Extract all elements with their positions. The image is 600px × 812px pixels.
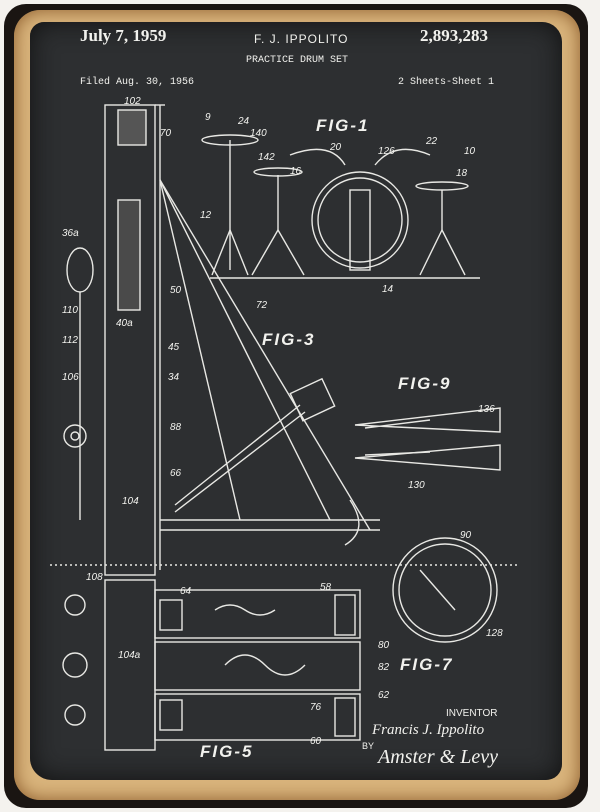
ref-numeral: 9 bbox=[205, 112, 211, 123]
ref-numeral: 82 bbox=[378, 662, 390, 673]
by-label: BY bbox=[362, 741, 375, 751]
ref-numeral: 80 bbox=[378, 640, 390, 651]
ref-numeral: 16 bbox=[290, 166, 302, 177]
sheet-count: 2 Sheets-Sheet 1 bbox=[398, 77, 495, 88]
ref-numeral: 34 bbox=[168, 372, 180, 383]
ref-numeral: 45 bbox=[168, 342, 180, 353]
fig3-pedal-frame bbox=[63, 104, 380, 576]
filed-date: Filed Aug. 30, 1956 bbox=[80, 77, 195, 88]
ref-numeral: 36a bbox=[62, 228, 79, 239]
attorney-signature: Amster & Levy bbox=[378, 746, 498, 768]
ref-numeral: 22 bbox=[426, 136, 438, 147]
ref-numeral: 88 bbox=[170, 422, 182, 433]
ref-numeral: 24 bbox=[238, 116, 250, 127]
ref-numeral: 70 bbox=[160, 128, 172, 139]
inventor-label: INVENTOR bbox=[446, 708, 498, 719]
ref-numeral: 130 bbox=[408, 480, 425, 491]
ref-numeral: 108 bbox=[86, 572, 103, 583]
patent-title: PRACTICE DRUM SET bbox=[246, 55, 349, 66]
ref-numeral: 72 bbox=[256, 300, 268, 311]
inventor-name: F. J. IPPOLITO bbox=[254, 32, 349, 46]
fig1-label: FIG-1 bbox=[316, 116, 370, 135]
ref-numeral: 60 bbox=[310, 736, 322, 747]
ref-numeral: 58 bbox=[320, 582, 332, 593]
ref-numeral: 12 bbox=[200, 210, 212, 221]
fig5-label: FIG-5 bbox=[200, 742, 254, 761]
ref-numeral: 110 bbox=[62, 305, 78, 316]
ref-numeral: 90 bbox=[460, 530, 472, 541]
ref-numeral: 104 bbox=[122, 496, 139, 507]
fig7-drum-head bbox=[392, 537, 498, 643]
ref-numeral: 126 bbox=[378, 146, 395, 157]
ref-numeral: 76 bbox=[310, 702, 322, 713]
ref-numeral: 104a bbox=[118, 650, 141, 661]
fig9-label: FIG-9 bbox=[398, 374, 452, 393]
fig5-base-plan bbox=[62, 579, 361, 751]
ref-numeral: 10 bbox=[464, 146, 476, 157]
ref-numeral: 128 bbox=[486, 628, 503, 639]
patent-number: 2,893,283 bbox=[420, 26, 488, 45]
fig7-label: FIG-7 bbox=[400, 655, 454, 674]
ref-numeral: 62 bbox=[378, 690, 390, 701]
ref-numeral: 14 bbox=[382, 284, 394, 295]
ref-numeral: 20 bbox=[330, 142, 342, 153]
chalkboard-panel bbox=[30, 22, 562, 780]
inventor-signature: Francis J. Ippolito bbox=[372, 722, 485, 738]
fig9-drumsticks bbox=[354, 407, 501, 471]
ref-numeral: 102 bbox=[124, 96, 141, 107]
ref-numeral: 40a bbox=[116, 318, 133, 329]
ref-numeral: 50 bbox=[170, 285, 182, 296]
ref-numeral: 106 bbox=[62, 372, 79, 383]
ref-numeral: 64 bbox=[180, 586, 192, 597]
fig1-drum-set bbox=[201, 134, 480, 279]
ref-numeral: 142 bbox=[258, 152, 275, 163]
fig3-label: FIG-3 bbox=[262, 330, 316, 349]
patent-date: July 7, 1959 bbox=[80, 26, 167, 45]
ref-numeral: 112 bbox=[62, 335, 78, 346]
ref-numeral: 18 bbox=[456, 168, 468, 179]
ref-numeral: 140 bbox=[250, 128, 267, 139]
ref-numeral: 66 bbox=[170, 468, 182, 479]
ref-numeral: 136 bbox=[478, 404, 495, 415]
